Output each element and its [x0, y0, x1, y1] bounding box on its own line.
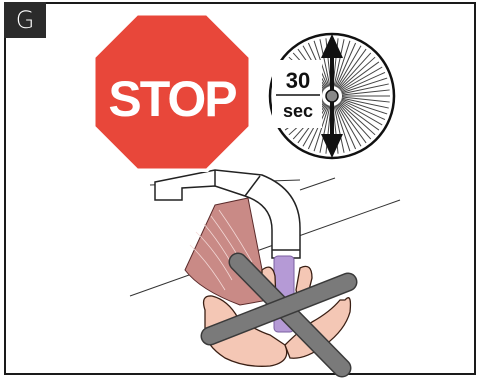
timer-unit: sec — [283, 101, 313, 121]
timer-value: 30 — [286, 68, 310, 93]
stop-sign-text: STOP — [108, 71, 236, 127]
stop-sign-icon: STOP — [92, 12, 252, 172]
stopwatch-icon: 30 sec — [270, 34, 394, 158]
